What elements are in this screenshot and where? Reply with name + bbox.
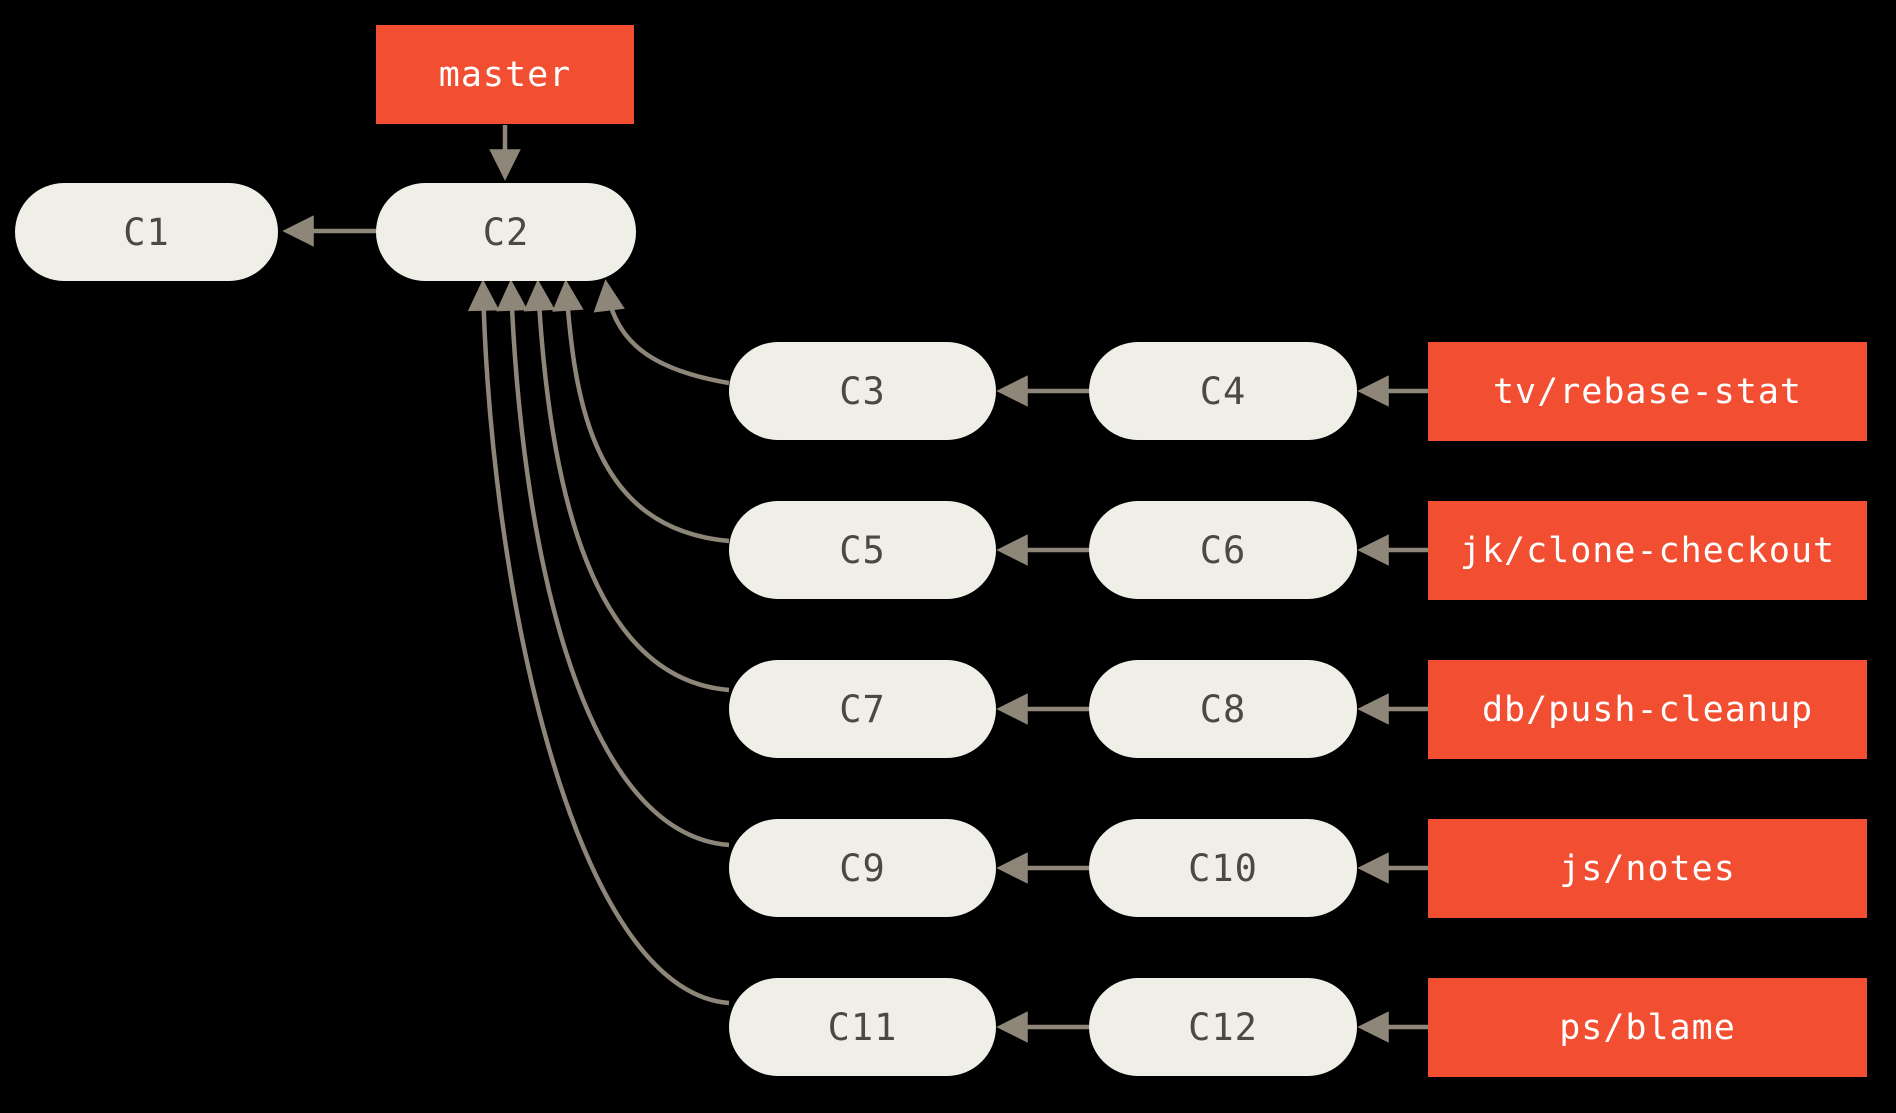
- commit-node-c11: C11: [729, 978, 996, 1076]
- edge-c11-to-c2: [467, 279, 730, 1006]
- edge-c9-to-c2: [496, 279, 730, 848]
- edge-c7-to-c2: [523, 279, 730, 693]
- commit-node-c4: C4: [1089, 342, 1357, 440]
- commit-label-c7: C7: [839, 687, 886, 731]
- commit-label-c12: C12: [1188, 1005, 1258, 1049]
- branch-label-tv-rebase-stat-text: tv/rebase-stat: [1492, 371, 1802, 412]
- commit-label-c8: C8: [1199, 687, 1247, 731]
- branch-label-master-text: master: [438, 54, 572, 95]
- branch-label-tv-rebase-stat: tv/rebase-stat: [1428, 342, 1867, 441]
- commit-node-c10: C10: [1089, 819, 1357, 917]
- commit-label-c9: C9: [839, 846, 886, 890]
- branch-label-master: master: [376, 25, 634, 124]
- commit-label-c10: C10: [1188, 846, 1258, 890]
- branch-label-js-notes: js/notes: [1428, 819, 1867, 918]
- commit-node-c7: C7: [729, 660, 996, 758]
- commit-node-c6: C6: [1089, 501, 1357, 599]
- commit-label-c3: C3: [839, 369, 886, 413]
- branch-label-js-notes-text: js/notes: [1559, 848, 1736, 889]
- commit-node-c2: C2: [376, 183, 636, 281]
- edge-c5-to-c2: [552, 279, 730, 544]
- commit-label-c2: C2: [482, 210, 530, 254]
- branch-label-ps-blame: ps/blame: [1428, 978, 1867, 1077]
- branch-label-jk-clone-checkout-text: jk/clone-checkout: [1459, 530, 1836, 571]
- branch-label-ps-blame-text: ps/blame: [1559, 1007, 1736, 1048]
- commit-node-c3: C3: [729, 342, 996, 440]
- edge-c3-to-c2: [593, 279, 730, 386]
- commit-label-c5: C5: [839, 528, 886, 572]
- commit-node-c8: C8: [1089, 660, 1357, 758]
- branch-label-db-push-cleanup-text: db/push-cleanup: [1481, 689, 1814, 730]
- commit-label-c11: C11: [827, 1005, 898, 1049]
- commit-label-c4: C4: [1199, 369, 1247, 413]
- branch-label-db-push-cleanup: db/push-cleanup: [1428, 660, 1867, 759]
- branch-label-jk-clone-checkout: jk/clone-checkout: [1428, 501, 1867, 600]
- commit-node-c5: C5: [729, 501, 996, 599]
- commit-node-c12: C12: [1089, 978, 1357, 1076]
- commit-node-c9: C9: [729, 819, 996, 917]
- commit-label-c1: C1: [123, 210, 170, 254]
- commit-node-c1: C1: [15, 183, 278, 281]
- commit-label-c6: C6: [1199, 528, 1247, 572]
